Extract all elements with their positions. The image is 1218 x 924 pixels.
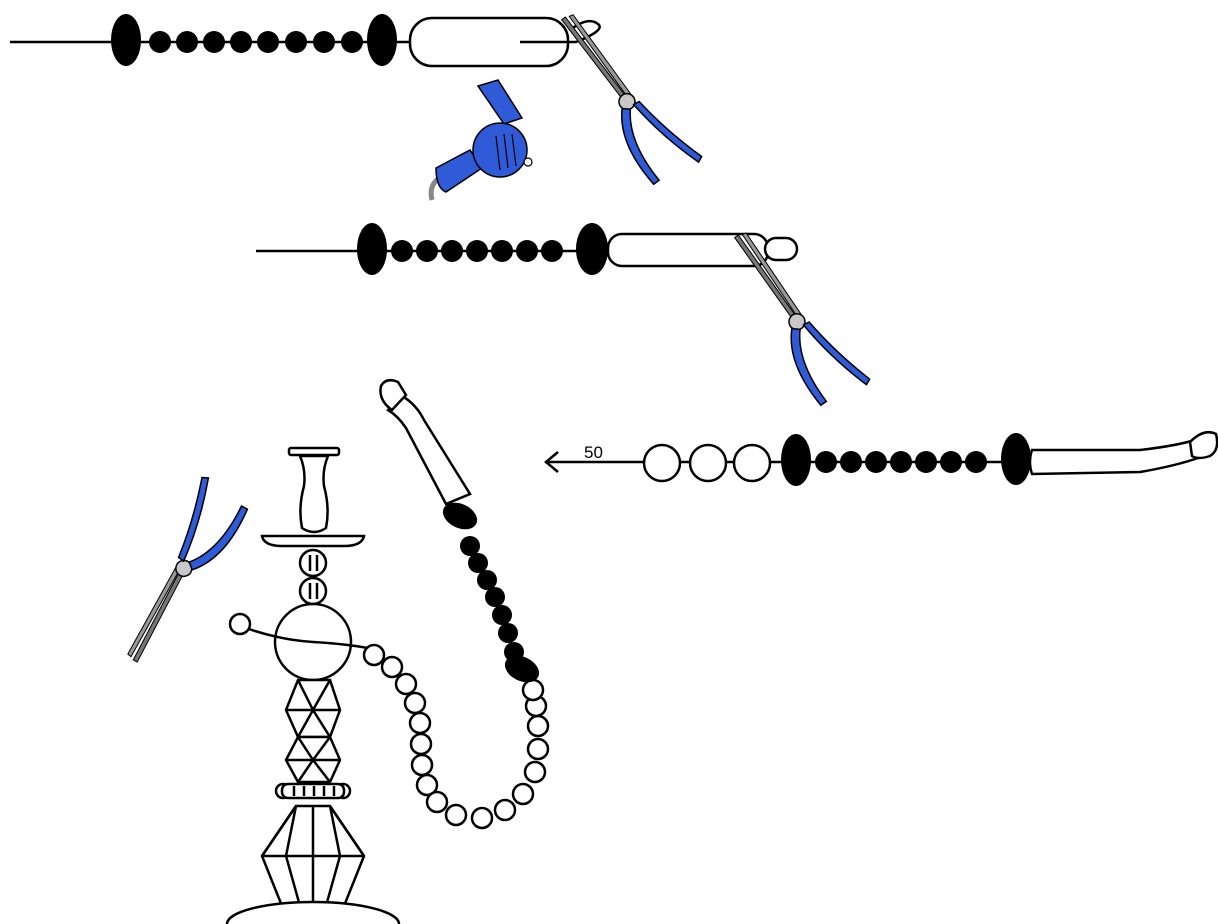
pliers-icon xyxy=(68,465,284,665)
hookah-hose xyxy=(362,378,550,830)
bead-count-label: 50 xyxy=(584,443,603,462)
heat-gun-icon xyxy=(428,79,533,201)
hookah-assembly xyxy=(225,446,401,924)
pliers-icon xyxy=(560,0,706,196)
pliers-icon xyxy=(733,217,874,415)
step-1-strand xyxy=(10,14,601,68)
step-3-strand: 50 xyxy=(544,431,1218,486)
step-2-strand xyxy=(256,223,799,275)
